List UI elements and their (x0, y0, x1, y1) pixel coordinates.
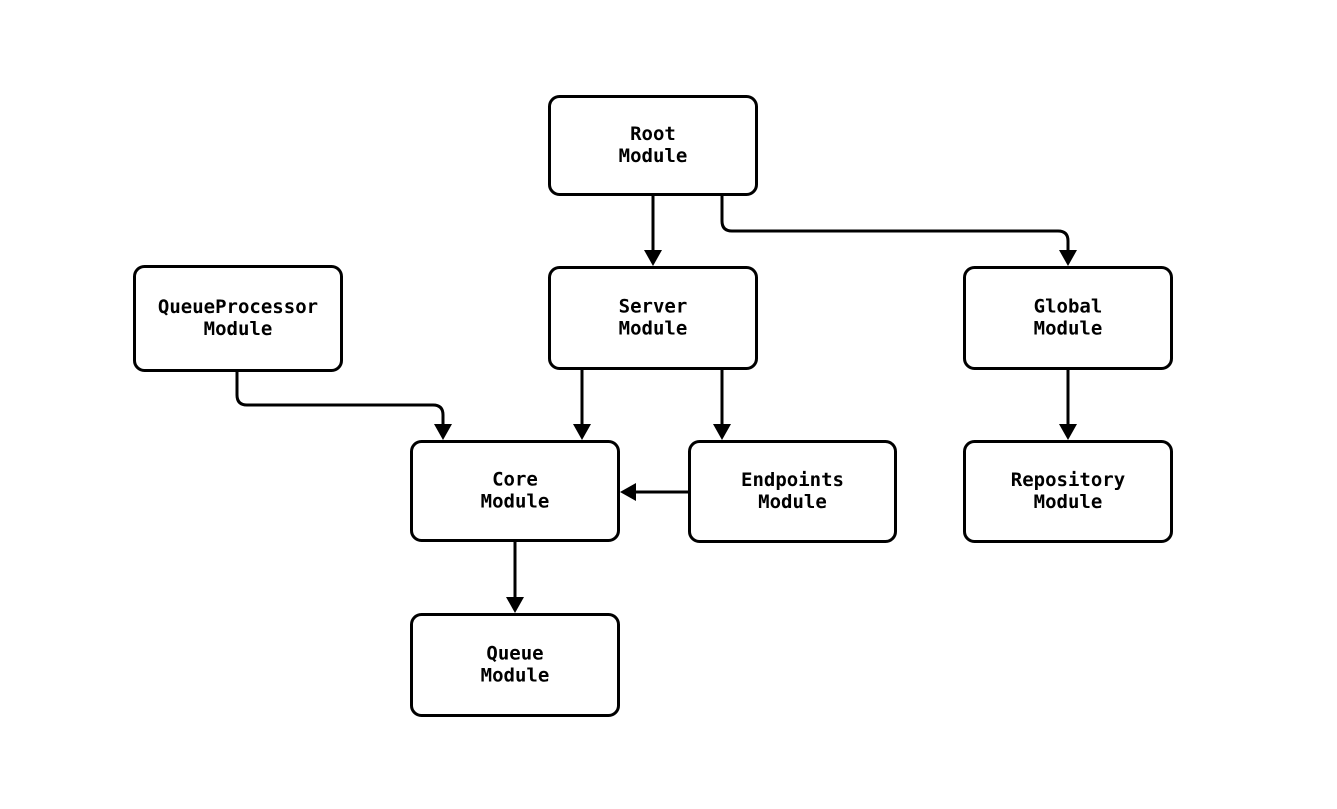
edge-server-to-endpoints (713, 370, 731, 440)
edge-hit-area (237, 372, 443, 424)
arrowhead-icon (713, 424, 731, 440)
arrowhead-icon (1059, 250, 1077, 266)
edge-hit-area (722, 196, 1068, 250)
node-box[interactable] (963, 266, 1173, 370)
arrowhead-icon (434, 424, 452, 440)
edge-queueprocessor-to-core (235, 372, 452, 440)
node-box[interactable] (133, 265, 343, 372)
edge-server-to-core (573, 370, 591, 440)
edge-root-to-server (644, 196, 662, 266)
arrowhead-icon (573, 424, 591, 440)
node-box[interactable] (410, 440, 620, 542)
node-box[interactable] (548, 95, 758, 196)
edge-line (720, 196, 1070, 250)
node-box[interactable] (688, 440, 897, 543)
edge-root-to-global (720, 196, 1077, 266)
edge-global-to-repository (1059, 370, 1077, 440)
arrowhead-icon (620, 483, 636, 501)
node-box[interactable] (410, 613, 620, 717)
edge-core-to-queue (506, 542, 524, 613)
node-box[interactable] (548, 266, 758, 370)
arrowhead-icon (1059, 424, 1077, 440)
edges-layer (235, 196, 1077, 613)
arrowhead-icon (506, 597, 524, 613)
arrowhead-icon (644, 250, 662, 266)
edge-line (235, 372, 445, 424)
node-box[interactable] (963, 440, 1173, 543)
edge-endpoints-to-core (620, 483, 688, 501)
